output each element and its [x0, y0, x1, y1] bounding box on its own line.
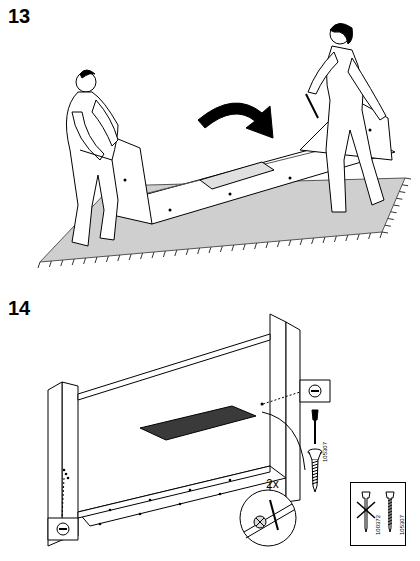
cam-lock-callout	[48, 518, 78, 540]
shelf	[200, 162, 274, 189]
detail-magnifier	[240, 490, 296, 546]
person-right	[306, 23, 386, 212]
quantity: 2x	[266, 478, 279, 490]
person-left	[66, 70, 118, 246]
step-number: 14	[8, 298, 30, 318]
shelf	[140, 406, 256, 440]
part-number: 105307	[399, 515, 405, 535]
rotate-arrow	[198, 103, 273, 138]
step-number: 13	[8, 6, 30, 26]
part-callout-box: 100372 105307	[350, 482, 406, 546]
right-side-panel	[286, 322, 300, 502]
back-rail	[78, 334, 270, 400]
part-number: 105307	[322, 442, 328, 462]
screwdriver	[314, 418, 316, 444]
cam-lock-callout	[300, 380, 330, 402]
left-side-edge	[62, 382, 78, 540]
part-number: 100372	[375, 515, 381, 535]
